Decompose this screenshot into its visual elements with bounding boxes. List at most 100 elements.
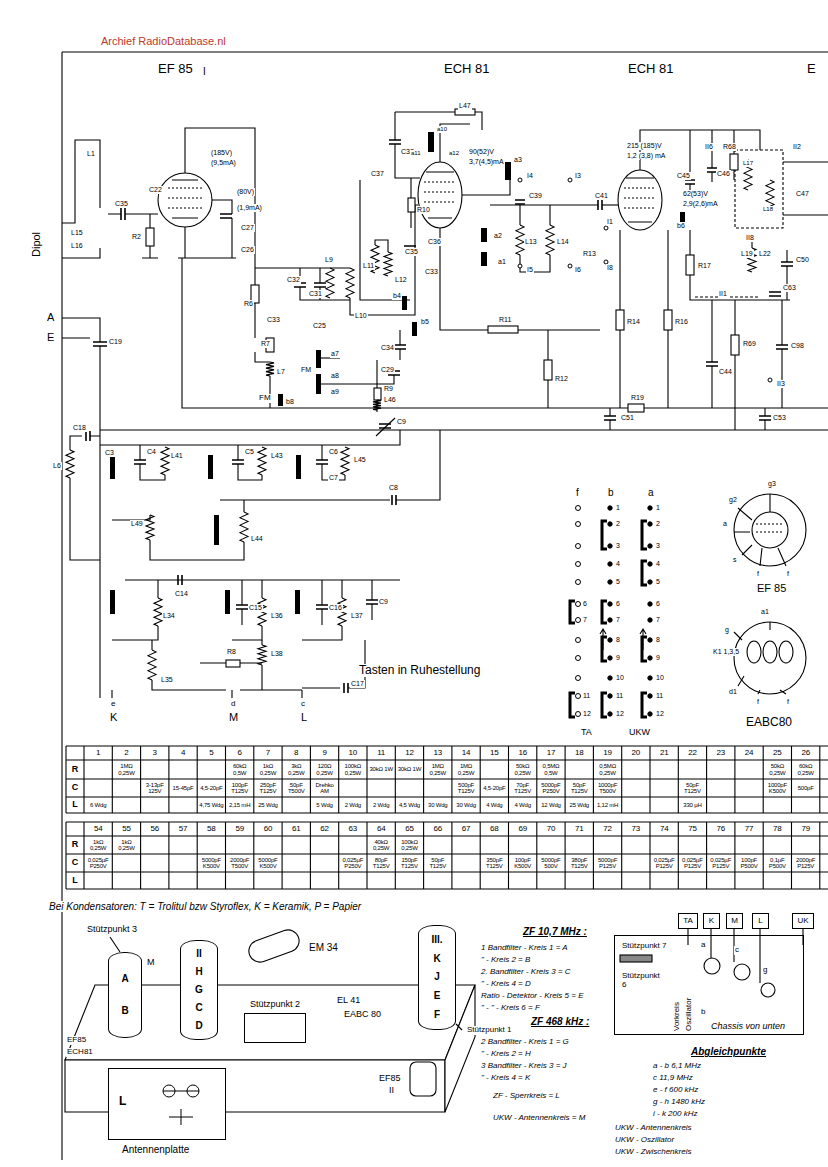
capacitor-symbol <box>121 208 125 220</box>
coil-symbol <box>148 650 156 680</box>
component-label: L46 <box>383 396 397 404</box>
table-rule <box>706 822 707 889</box>
node-text: Antennenplatte <box>122 1144 189 1155</box>
capacitor-symbol <box>776 345 788 349</box>
component-label: L36 <box>270 612 284 620</box>
table-rule <box>593 746 594 813</box>
terminal-dot <box>568 178 572 182</box>
terminal-dot <box>648 638 652 642</box>
coil-symbol <box>546 225 554 255</box>
component-label: f <box>756 698 760 706</box>
component-label: 2 <box>615 520 621 528</box>
table-cell: 1kΩ 0,25W <box>85 837 111 853</box>
component-label: a - b 6,1 MHz <box>652 1062 702 1071</box>
table-rule <box>65 822 66 889</box>
table-cell: 0,025µF P125V <box>651 855 677 871</box>
wire <box>231 690 232 698</box>
component-label: L16 <box>70 242 84 250</box>
component-label: R9 <box>383 385 394 393</box>
component-label: R19 <box>630 394 645 402</box>
component-label: L10 <box>354 312 368 320</box>
component-label: C98 <box>790 342 805 350</box>
terminal-dot <box>608 676 612 680</box>
node-text: III. <box>431 935 442 945</box>
table-cell: 6 <box>227 747 253 759</box>
wire <box>399 349 400 360</box>
table-cell: 6 Wdg <box>85 798 111 812</box>
table-rule <box>112 746 113 813</box>
node-text: Vorkreis <box>673 1001 682 1032</box>
table-cell: 4 <box>170 747 196 759</box>
table-rule <box>734 822 735 889</box>
table-cell: 500pF <box>793 780 819 796</box>
key-box: M <box>726 913 743 929</box>
table-rule <box>66 821 828 822</box>
table-rule <box>253 822 254 889</box>
node-text: L <box>758 917 762 925</box>
component-label: 1 <box>655 504 661 512</box>
table-rule <box>253 746 254 813</box>
table-cell: 64 <box>368 823 394 835</box>
component-label: EABC80 <box>745 716 793 729</box>
terminal-dot <box>576 638 581 643</box>
table-cell: 60kΩ 0,25W <box>793 761 819 778</box>
table-cell: 20 <box>623 747 649 759</box>
terminal-dot <box>576 522 581 527</box>
node-text: D <box>195 1021 202 1031</box>
table-cell: 50kΩ 0,25W <box>510 761 536 778</box>
terminal-dot <box>576 712 581 717</box>
coil-symbol <box>326 268 334 298</box>
capacitor-symbol <box>759 416 771 420</box>
switch-contact <box>110 455 115 479</box>
terminal-dot <box>604 226 608 230</box>
wire <box>301 690 302 698</box>
component-label: EF 85 <box>756 582 787 594</box>
capacitor-symbol <box>366 600 378 604</box>
coil-symbol <box>258 598 266 626</box>
wire <box>178 227 236 258</box>
table-cell: 8 <box>283 747 309 759</box>
component-label: " - Kreis 2 = B <box>480 956 531 965</box>
table-cell: 56 <box>142 823 168 835</box>
table-cell: 5000pF P125V <box>594 855 620 871</box>
table-cell: 1kΩ 0,25W <box>255 761 281 778</box>
component-label: " - Kreis 4 = K <box>480 1074 531 1083</box>
table-rule <box>310 746 311 813</box>
table-cell: 55 <box>113 823 139 835</box>
table-cell: 5 Wdg <box>311 798 337 812</box>
table-cell: 5000pF 500V <box>538 855 564 871</box>
component-label: C44 <box>718 368 733 376</box>
switch-contact <box>428 132 434 152</box>
component-label: 1 Bandfilter - Kreis 1 = A <box>480 944 569 953</box>
wire <box>269 376 270 408</box>
wire <box>781 300 782 345</box>
node-text: L <box>119 1095 126 1107</box>
table-cell: 100kΩ 0,25W <box>340 761 366 778</box>
table-cell: 25 Wdg <box>255 798 281 812</box>
key-box: UK <box>792 913 814 929</box>
component-label: II8 <box>745 234 755 242</box>
plate-wire <box>163 1091 199 1125</box>
component-label: g <box>724 626 730 634</box>
wire <box>220 499 390 500</box>
component-label: 9 <box>615 654 621 662</box>
wire <box>241 580 242 625</box>
table-rule <box>678 746 679 813</box>
table-cell: L <box>67 873 83 888</box>
table-cell: 13 <box>425 747 451 759</box>
schematic-line <box>734 622 806 694</box>
component-label: C31 <box>308 290 323 298</box>
wire <box>232 626 262 640</box>
table-cell: 1MΩ 0,25W <box>453 761 479 778</box>
key-box: TA <box>678 913 698 929</box>
table-cell: 1,12 mH <box>594 798 620 812</box>
switch-bracket <box>570 601 575 623</box>
schematic-line <box>763 641 777 663</box>
schematic-line <box>618 170 662 230</box>
table-cell: 50pF T500V <box>283 780 309 796</box>
component-label: ZF 468 kHz : <box>530 1016 590 1027</box>
table-cell: 25 <box>764 747 790 759</box>
component-label: C25 <box>312 322 327 330</box>
schematic-line <box>756 524 784 532</box>
component-label: L44 <box>250 535 264 543</box>
